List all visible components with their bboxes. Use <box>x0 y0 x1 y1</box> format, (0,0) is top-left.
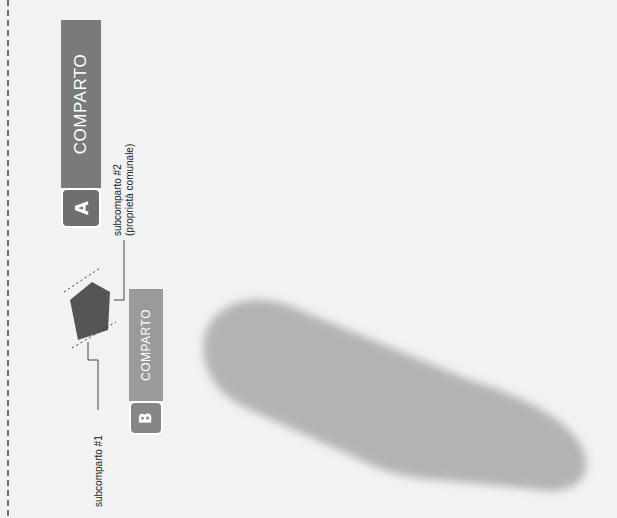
subcomparto-label: subcomparto #2 (proprietà comunale) <box>112 140 136 236</box>
subcomparto-wedge <box>70 282 110 340</box>
boundary-line <box>7 0 9 518</box>
comparto-letter: A <box>61 188 101 228</box>
leader-line <box>88 342 98 410</box>
subcomparto-label: subcomparto #1 <box>93 417 105 507</box>
comparto-name: COMPARTO <box>129 289 163 401</box>
comparto-name: COMPARTO <box>61 20 101 188</box>
comparto-tag: BCOMPARTO <box>129 289 163 435</box>
dotted-line <box>64 268 100 292</box>
comparto-tag: ACOMPARTO <box>61 20 101 228</box>
comparto-letter: B <box>129 401 163 435</box>
leader-line <box>114 240 124 300</box>
comparto-area <box>203 300 586 491</box>
dotted-line <box>72 322 116 348</box>
